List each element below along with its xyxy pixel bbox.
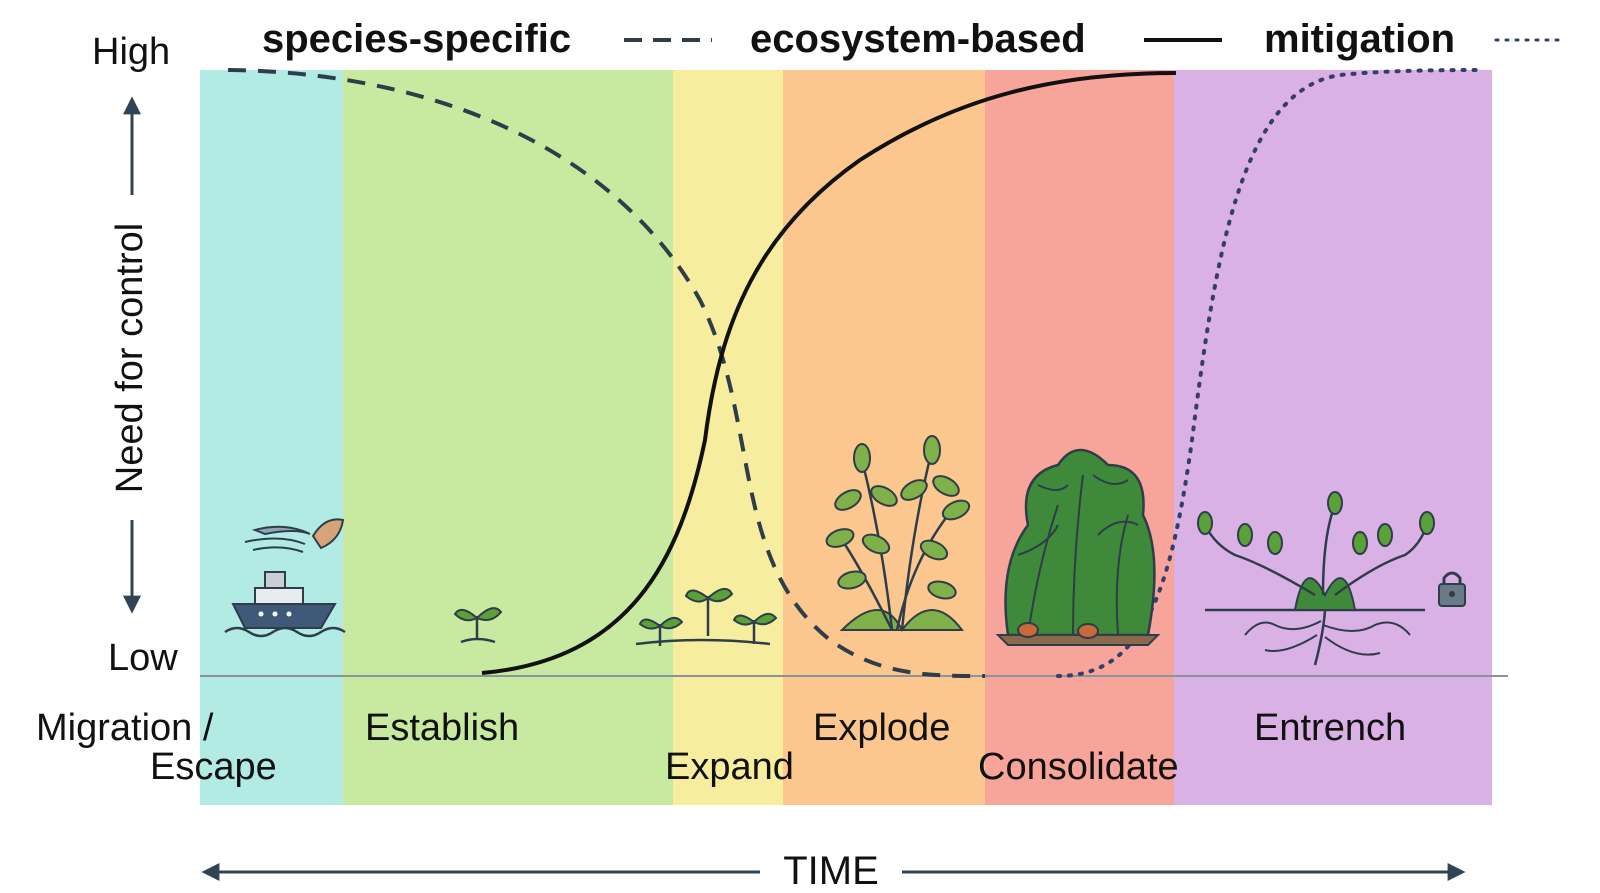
stage-bands (200, 70, 1492, 805)
band-consolidate (985, 70, 1174, 805)
stage-label-explode: Explode (813, 707, 950, 749)
band-establish (343, 70, 673, 805)
legend-species-specific: species-specific (262, 17, 571, 61)
stage-labels: Migration / Escape Establish Expand Expl… (36, 707, 1406, 788)
stage-label-expand: Expand (665, 746, 794, 788)
ship-icon (224, 518, 346, 638)
y-axis-low: Low (108, 637, 178, 679)
y-axis: High Low Need for control (92, 31, 178, 679)
stage-label-migration-line2: Escape (150, 746, 277, 788)
sprouts-icon (635, 587, 778, 646)
lock-icon (1438, 571, 1466, 607)
dense-shrub-icon (995, 448, 1161, 646)
legend-ecosystem-based: ecosystem-based (750, 17, 1086, 61)
species-specific-curve (227, 68, 986, 678)
time-label: TIME (783, 849, 879, 893)
ecosystem-based-curve (481, 71, 1177, 675)
y-axis-label: Need for control (109, 223, 151, 493)
rooted-plant-icon (1197, 491, 1435, 666)
legend-mitigation: mitigation (1264, 17, 1455, 61)
stage-label-consolidate: Consolidate (978, 746, 1179, 788)
band-expand (673, 70, 783, 805)
stage-label-establish: Establish (365, 707, 519, 749)
stage-label-migration-line1: Migration / (36, 707, 214, 749)
band-migration (200, 70, 343, 805)
legend: species-specific ecosystem-based mitigat… (262, 17, 1566, 61)
band-entrench (1174, 70, 1492, 805)
band-explode (783, 70, 985, 805)
time-axis: TIME (201, 849, 1466, 893)
y-axis-high: High (92, 31, 170, 73)
seedling-icon (453, 607, 503, 644)
leafy-plant-icon (825, 435, 971, 632)
mitigation-curve (1056, 68, 1482, 678)
stage-label-entrench: Entrench (1254, 707, 1406, 749)
